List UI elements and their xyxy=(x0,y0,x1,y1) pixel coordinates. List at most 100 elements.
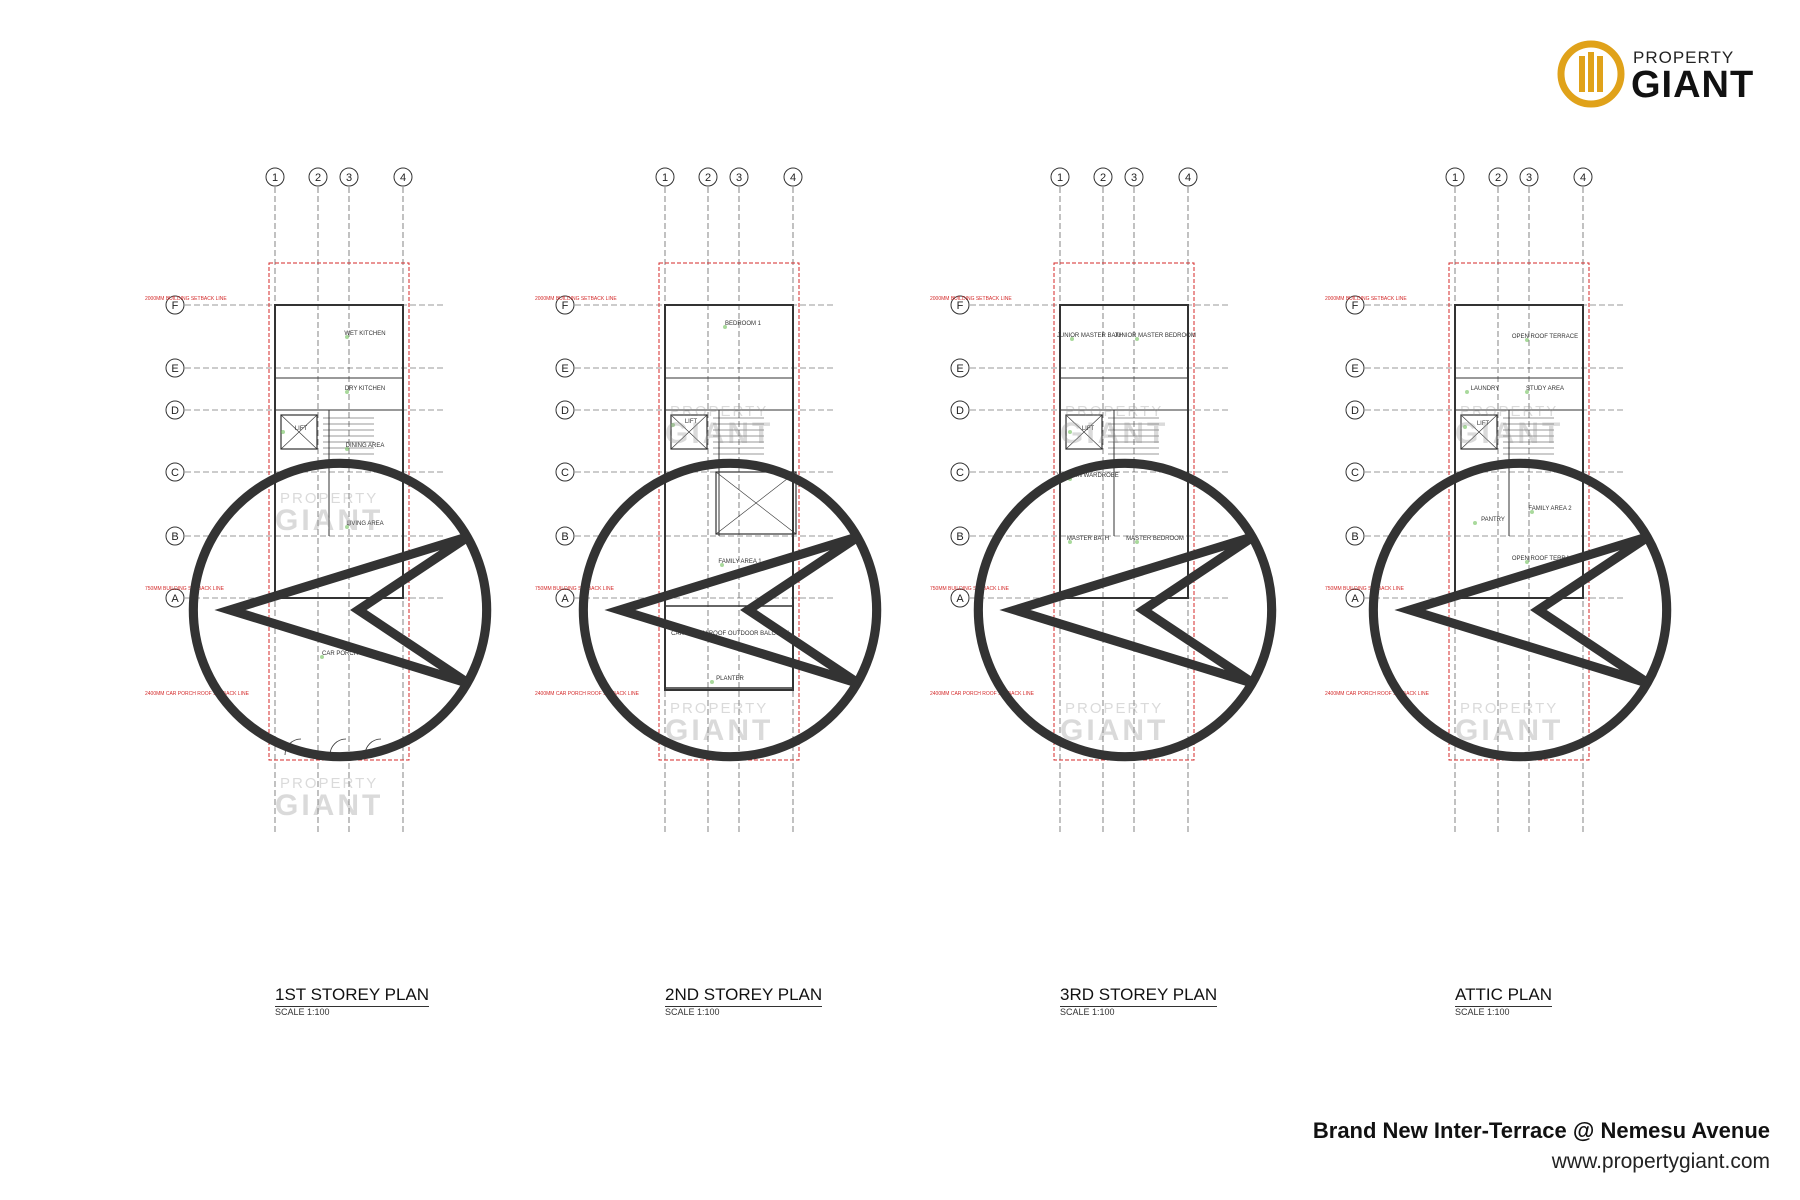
plan-title: 2ND STOREY PLAN xyxy=(665,985,823,1007)
grid-label: 3 xyxy=(346,172,352,184)
grid-label: C xyxy=(561,467,569,479)
room-label: CAR PORCH ROOF OUTDOOR BALCONY xyxy=(671,631,789,637)
grid-label: F xyxy=(172,300,179,312)
grid-bubble xyxy=(555,462,575,482)
room-label: MASTER BEDROOM xyxy=(1126,536,1184,542)
grid-label: 1 xyxy=(272,172,278,184)
grid-bubble xyxy=(950,462,970,482)
grid-bubble xyxy=(555,358,575,378)
room-label: WET KITCHEN xyxy=(344,331,385,337)
grid-label: 1 xyxy=(1057,172,1063,184)
grid-label: E xyxy=(171,363,178,375)
grid-bubble xyxy=(1178,167,1198,187)
room-label: LIFT xyxy=(1082,426,1095,432)
room-marker xyxy=(345,390,349,394)
grid-label: 2 xyxy=(1100,172,1106,184)
plan-title: ATTIC PLAN xyxy=(1455,985,1552,1007)
building-outline xyxy=(1454,304,1584,599)
north-arrow-icon xyxy=(188,458,492,762)
grid-label: E xyxy=(561,363,568,375)
north-arrow-icon xyxy=(973,458,1277,762)
grid-bubble xyxy=(165,526,185,546)
lift-shaft xyxy=(670,414,708,450)
setback-note: 2400MM CAR PORCH ROOF SETBACK LINE xyxy=(145,691,250,697)
lift-cross xyxy=(1460,414,1498,450)
grid-bubble xyxy=(555,526,575,546)
balcony-outline xyxy=(664,605,794,689)
room-marker xyxy=(723,325,727,329)
grid-bubble xyxy=(1488,167,1508,187)
grid-label: A xyxy=(1351,593,1359,605)
grid-label: 3 xyxy=(736,172,742,184)
setback-note: 750MM BUILDING SETBACK LINE xyxy=(930,586,1010,592)
logo-text-bottom: GIANT xyxy=(1631,64,1755,106)
room-label: FAMILY AREA 2 xyxy=(1528,506,1572,512)
building-outline xyxy=(664,304,794,691)
grid-bubble xyxy=(950,400,970,420)
room-label: DINING AREA xyxy=(346,443,385,449)
grid-label: C xyxy=(171,467,179,479)
north-arrow-icon xyxy=(1368,458,1672,762)
grid-bubble xyxy=(555,295,575,315)
grid-label: 4 xyxy=(1580,172,1586,184)
room-marker xyxy=(1463,425,1467,429)
grid-label: F xyxy=(562,300,569,312)
room-label: OPEN ROOF TERRACE xyxy=(1512,334,1578,340)
north-arrow-icon xyxy=(578,458,882,762)
grid-label: A xyxy=(956,593,964,605)
grid-label: D xyxy=(1351,405,1359,417)
grid-label: 1 xyxy=(1452,172,1458,184)
grid-bubble xyxy=(555,400,575,420)
plan-scale: SCALE 1:100 xyxy=(1455,1007,1510,1017)
plan-scale: SCALE 1:100 xyxy=(275,1007,330,1017)
grid-label: E xyxy=(1351,363,1358,375)
grid-bubble xyxy=(1345,295,1365,315)
grid-bubble xyxy=(1345,526,1365,546)
grid-label: C xyxy=(956,467,964,479)
room-label: LIVING AREA xyxy=(346,521,383,527)
grid-bubble xyxy=(950,295,970,315)
setback-note: 2000MM BUILDING SETBACK LINE xyxy=(1325,296,1407,302)
plan-title: 1ST STOREY PLAN xyxy=(275,985,430,1007)
room-label: FAMILY AREA 1 xyxy=(718,559,762,565)
property-giant-logo: PROPERTY GIANT xyxy=(1555,38,1755,110)
room-marker xyxy=(345,525,349,529)
room-label: OPEN ROOF TERRACE xyxy=(1512,556,1578,562)
grid-bubble xyxy=(165,588,185,608)
grid-label: D xyxy=(956,405,964,417)
setback-note: 2400MM CAR PORCH ROOF SETBACK LINE xyxy=(1325,691,1430,697)
boundary-line xyxy=(658,262,800,761)
room-marker xyxy=(1473,521,1477,525)
room-marker xyxy=(1465,390,1469,394)
room-label: JUNIOR MASTER BATH xyxy=(1057,333,1123,339)
grid-bubble xyxy=(1050,167,1070,187)
room-marker xyxy=(1530,510,1534,514)
room-marker xyxy=(720,563,724,567)
grid-bubble xyxy=(165,462,185,482)
grid-bubble xyxy=(783,167,803,187)
lift-cross xyxy=(1065,414,1103,450)
footer-url[interactable]: www.propertygiant.com xyxy=(1551,1150,1770,1173)
setback-note: 2000MM BUILDING SETBACK LINE xyxy=(145,296,227,302)
room-marker xyxy=(320,655,324,659)
room-marker xyxy=(345,447,349,451)
room-marker xyxy=(1135,337,1139,341)
grid-bubble xyxy=(655,167,675,187)
grid-label: D xyxy=(171,405,179,417)
grid-bubble xyxy=(265,167,285,187)
setback-note: 750MM BUILDING SETBACK LINE xyxy=(535,586,615,592)
room-label: PLANTER xyxy=(716,676,744,682)
grid-bubble xyxy=(165,358,185,378)
grid-bubble xyxy=(165,295,185,315)
room-marker xyxy=(345,335,349,339)
grid-bubble xyxy=(1345,400,1365,420)
setback-note: 2400MM CAR PORCH ROOF SETBACK LINE xyxy=(535,691,640,697)
grid-bubble xyxy=(393,167,413,187)
void-opening xyxy=(715,471,797,535)
